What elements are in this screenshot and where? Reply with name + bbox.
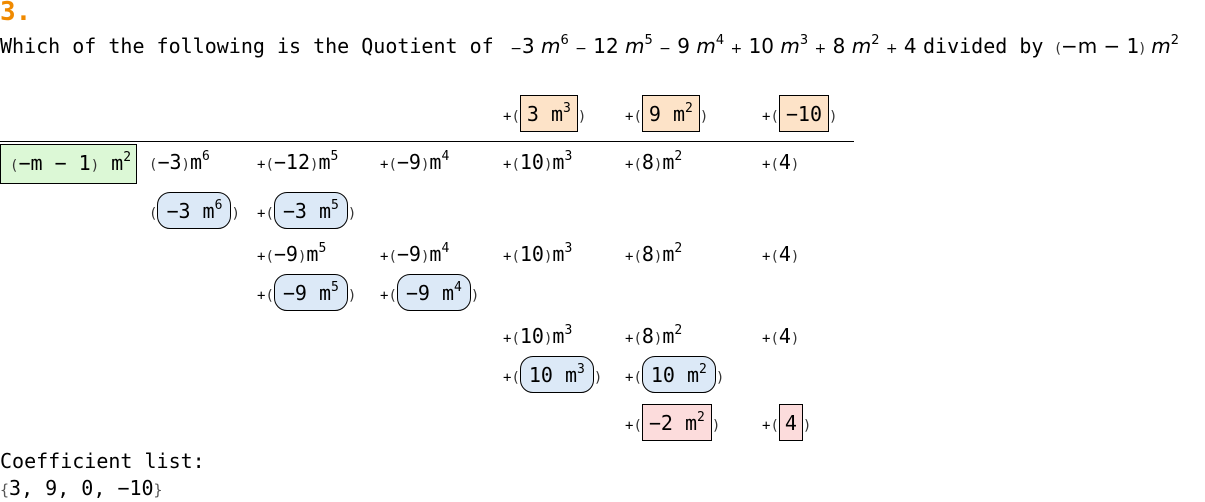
quotient-term-1: +(3 m3) — [503, 95, 586, 132]
row3-term-1: +(10)m3 — [503, 323, 573, 348]
remainder-term-1: +(−2 m2) — [625, 404, 720, 441]
row1-term-1: (−3)m6 — [149, 149, 210, 174]
row1-term-6: +(4) — [762, 150, 800, 174]
row1-term-2: +(−12)m5 — [257, 149, 339, 174]
row2-term-4: +(8)m2 — [625, 241, 683, 266]
quotient-box: −10 — [778, 95, 829, 132]
row3-term-3: +(4) — [762, 324, 800, 348]
question-prefix: Which of the following is the Quotient o… — [0, 34, 494, 58]
divisor-expression: (−m − 1) m2 — [1055, 33, 1179, 58]
row1-term-5: +(8)m2 — [625, 149, 683, 174]
row1-term-4: +(10)m3 — [503, 149, 573, 174]
dividend-expression: −3 m6 − 12 m5 − 9 m4 + 10 m3 + 8 m2 + 4 — [510, 33, 917, 58]
quotient-box: 3 m3 — [519, 95, 578, 132]
problem-number: 3. — [0, 0, 32, 27]
row2-term-3: +(10)m3 — [503, 241, 573, 266]
row2-term-5: +(4) — [762, 242, 800, 266]
remainder-term-2: +(4) — [762, 404, 811, 441]
division-bar — [0, 141, 854, 142]
sub1-term-1: (−3 m6) — [149, 192, 240, 229]
sub1-term-2: +(−3 m5) — [257, 192, 356, 229]
question-text: Which of the following is the Quotient o… — [0, 34, 1179, 58]
sub3-term-1: +(10 m3) — [503, 356, 602, 393]
sub2-term-1: +(−9 m5) — [257, 274, 356, 311]
row3-term-2: +(8)m2 — [625, 323, 683, 348]
row2-term-1: +(−9)m5 — [257, 241, 327, 266]
quotient-box: 9 m2 — [641, 95, 700, 132]
row2-term-2: +(−9)m4 — [380, 241, 450, 266]
divisor-box: (−m − 1) m2 — [0, 144, 138, 184]
coefficient-list: {3, 9, 0, −10} — [0, 476, 163, 500]
quotient-term-3: +(−10) — [762, 95, 837, 132]
coefficient-list-label: Coefficient list: — [0, 449, 205, 473]
quotient-term-2: +(9 m2) — [625, 95, 708, 132]
row1-term-3: +(−9)m4 — [380, 149, 450, 174]
sub3-term-2: +(10 m2) — [625, 356, 724, 393]
question-divided-by: divided by — [923, 34, 1044, 58]
sub2-term-2: +(−9 m4) — [380, 274, 479, 311]
